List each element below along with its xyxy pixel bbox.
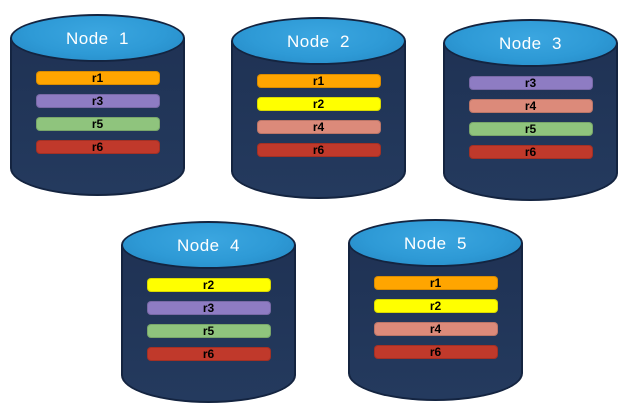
cylinder-top-ellipse: Node 1 bbox=[10, 14, 185, 62]
replica-bar-r4: r4 bbox=[373, 322, 498, 336]
replica-bar-r6: r6 bbox=[146, 347, 271, 361]
replica-bar-label: r3 bbox=[524, 76, 537, 90]
replica-bar-r4: r4 bbox=[468, 99, 593, 113]
replica-bar-r2: r2 bbox=[256, 97, 381, 111]
replica-bar-r1: r1 bbox=[256, 74, 381, 88]
node-title: Node 1 bbox=[65, 29, 130, 48]
node-title: Node 4 bbox=[176, 236, 241, 255]
replica-bar-r2: r2 bbox=[373, 299, 498, 313]
node-cylinder-3: Node 3 r3 r4 r5 r6 bbox=[443, 19, 618, 201]
replica-bar-r5: r5 bbox=[146, 324, 271, 338]
node-cylinder-4: Node 4 r2 r3 r5 r6 bbox=[121, 221, 296, 403]
replica-bar-label: r6 bbox=[91, 140, 104, 154]
replica-bar-label: r1 bbox=[429, 276, 442, 290]
replica-bar-list: r2 r3 r5 r6 bbox=[121, 278, 296, 361]
replica-bar-r3: r3 bbox=[468, 76, 593, 90]
replica-bar-label: r5 bbox=[91, 117, 104, 131]
replica-bar-label: r1 bbox=[312, 74, 325, 88]
replica-bar-r4: r4 bbox=[256, 120, 381, 134]
replica-bar-list: r1 r3 r5 r6 bbox=[10, 71, 185, 154]
replica-bar-r5: r5 bbox=[35, 117, 160, 131]
node-title: Node 3 bbox=[498, 34, 563, 53]
replica-bar-list: r1 r2 r4 r6 bbox=[231, 74, 406, 157]
replica-bar-label: r5 bbox=[202, 324, 215, 338]
replica-bar-list: r3 r4 r5 r6 bbox=[443, 76, 618, 159]
replica-bar-r5: r5 bbox=[468, 122, 593, 136]
replica-bar-label: r1 bbox=[91, 71, 104, 85]
replica-bar-r3: r3 bbox=[35, 94, 160, 108]
replica-bar-label: r4 bbox=[429, 322, 442, 336]
cylinder-top-ellipse: Node 2 bbox=[231, 17, 406, 65]
replica-bar-label: r4 bbox=[312, 120, 325, 134]
node-title: Node 5 bbox=[403, 234, 468, 253]
replica-bar-label: r2 bbox=[312, 97, 325, 111]
replica-bar-label: r6 bbox=[429, 345, 442, 359]
cylinder-top-ellipse: Node 3 bbox=[443, 19, 618, 67]
replica-bar-r6: r6 bbox=[256, 143, 381, 157]
node-title: Node 2 bbox=[286, 32, 351, 51]
cylinder-top-ellipse: Node 5 bbox=[348, 219, 523, 267]
replica-bar-label: r4 bbox=[524, 99, 537, 113]
node-cylinder-1: Node 1 r1 r3 r5 r6 bbox=[10, 14, 185, 196]
node-cylinder-5: Node 5 r1 r2 r4 r6 bbox=[348, 219, 523, 401]
replica-bar-label: r3 bbox=[91, 94, 104, 108]
replica-bar-label: r6 bbox=[202, 347, 215, 361]
replica-bar-label: r3 bbox=[202, 301, 215, 315]
replica-bar-label: r2 bbox=[202, 278, 215, 292]
replica-bar-r2: r2 bbox=[146, 278, 271, 292]
replica-bar-label: r2 bbox=[429, 299, 442, 313]
replica-bar-r1: r1 bbox=[35, 71, 160, 85]
replica-bar-label: r5 bbox=[524, 122, 537, 136]
node-cylinder-2: Node 2 r1 r2 r4 r6 bbox=[231, 17, 406, 199]
replica-bar-r6: r6 bbox=[35, 140, 160, 154]
replica-bar-r6: r6 bbox=[373, 345, 498, 359]
replica-bar-list: r1 r2 r4 r6 bbox=[348, 276, 523, 359]
replica-bar-r6: r6 bbox=[468, 145, 593, 159]
cylinder-top-ellipse: Node 4 bbox=[121, 221, 296, 269]
replica-bar-r3: r3 bbox=[146, 301, 271, 315]
replica-bar-label: r6 bbox=[524, 145, 537, 159]
replica-bar-r1: r1 bbox=[373, 276, 498, 290]
replica-bar-label: r6 bbox=[312, 143, 325, 157]
